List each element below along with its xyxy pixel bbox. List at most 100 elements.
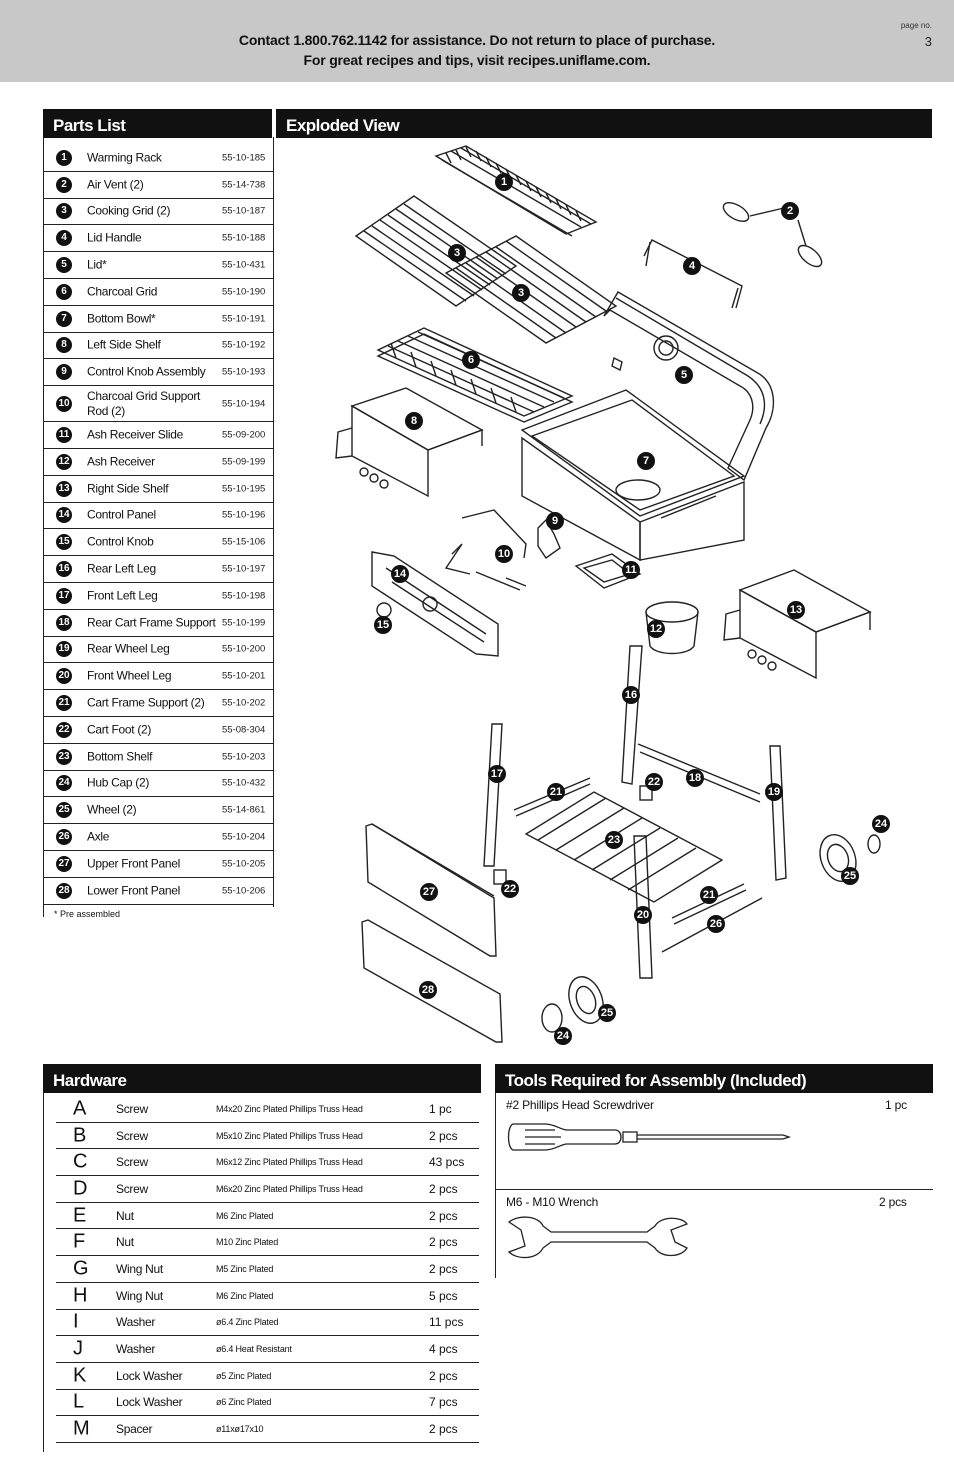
callout-13: 13: [787, 601, 805, 619]
cooking-grid-2-drawing: [444, 235, 618, 344]
hardware-letter: H: [73, 1284, 87, 1307]
hardware-description: M6x20 Zinc Plated Phillips Truss Head: [216, 1183, 363, 1194]
hardware-description: M6 Zinc Plated: [216, 1290, 274, 1301]
callout-1: 1: [495, 173, 513, 191]
part-number-badge: 24: [56, 775, 72, 792]
hardware-letter: C: [73, 1150, 87, 1173]
cooking-grid-1-drawing: [354, 195, 518, 307]
hardware-description: ø6.4 Zinc Plated: [216, 1317, 279, 1328]
callout-17: 17: [488, 765, 506, 783]
pre-assembled-footnote: * Pre assembled: [54, 909, 121, 919]
hardware-letter: G: [73, 1257, 89, 1280]
part-number-badge: 27: [56, 855, 72, 872]
part-code: 55-10-206: [222, 885, 266, 897]
part-code: 55-14-861: [222, 804, 266, 816]
part-number-badge: 22: [56, 721, 72, 738]
lid-drawing: [603, 291, 775, 482]
callout-24b: 24: [554, 1027, 572, 1045]
tool-1-name: #2 Phillips Head Screwdriver: [506, 1098, 654, 1112]
part-code: 55-10-205: [222, 858, 266, 870]
part-code: 55-08-304: [222, 724, 266, 736]
hardware-quantity: 2 pcs: [429, 1422, 458, 1437]
callout-15: 15: [374, 616, 392, 634]
hardware-description: M5 Zinc Plated: [216, 1263, 274, 1274]
hardware-description: ø6 Zinc Plated: [216, 1397, 272, 1408]
part-name: Lid Handle: [87, 230, 142, 245]
part-name: Lower Front Panel: [87, 883, 180, 898]
part-name: Ash Receiver: [87, 454, 155, 469]
part-number-badge: 21: [56, 695, 72, 712]
part-code: 55-10-202: [222, 697, 266, 709]
part-code: 55-10-201: [222, 670, 266, 682]
part-number-badge: 10: [56, 395, 72, 412]
part-code: 55-10-199: [222, 617, 266, 629]
charcoal-grid-drawing: [376, 327, 574, 423]
callout-11: 11: [622, 561, 640, 579]
callout-9: 9: [546, 512, 564, 530]
part-number-badge: 8: [56, 337, 72, 354]
callout-3a: 3: [448, 244, 466, 262]
upper-front-panel-drawing: [365, 823, 497, 957]
callout-7: 7: [637, 452, 655, 470]
hardware-quantity: 4 pcs: [429, 1342, 458, 1357]
callout-14: 14: [391, 565, 409, 583]
hardware-quantity: 5 pcs: [429, 1288, 458, 1303]
hardware-type: Screw: [116, 1101, 148, 1116]
part-number-badge: 1: [56, 149, 72, 166]
hardware-letter: J: [73, 1337, 83, 1360]
part-code: 55-10-196: [222, 509, 266, 521]
part-code: 55-14-738: [222, 179, 266, 191]
part-code: 55-10-191: [222, 313, 266, 325]
tool-1-qty: 1 pc: [885, 1098, 907, 1112]
hardware-letter: L: [73, 1390, 84, 1413]
part-name: Rear Left Leg: [87, 561, 156, 576]
screwdriver-icon: [507, 1123, 792, 1151]
page-header: Contact 1.800.762.1142 for assistance. D…: [0, 0, 954, 82]
hardware-quantity: 2 pcs: [429, 1235, 458, 1250]
callout-26: 26: [707, 915, 725, 933]
part-code: 55-10-431: [222, 259, 266, 271]
left-side-shelf-drawing: [335, 387, 484, 498]
wheel-right-drawing: [819, 834, 881, 882]
part-name: Bottom Bowl*: [87, 311, 156, 326]
page-number-label: page no.: [900, 21, 932, 30]
callout-21b: 21: [700, 886, 718, 904]
part-number-badge: 7: [56, 310, 72, 327]
hardware-description: M4x20 Zinc Plated Phillips Truss Head: [216, 1103, 363, 1114]
part-code: 55-10-204: [222, 831, 266, 843]
callout-28: 28: [419, 981, 437, 999]
part-code: 55-10-192: [222, 339, 266, 351]
tools-heading: Tools Required for Assembly (Included): [495, 1064, 933, 1093]
part-number-badge: 19: [56, 641, 72, 658]
bottom-bowl-drawing: [520, 389, 746, 562]
hardware-quantity: 2 pcs: [429, 1261, 458, 1276]
callout-19: 19: [765, 783, 783, 801]
callout-12: 12: [647, 620, 665, 638]
hardware-description: ø6.4 Heat Resistant: [216, 1344, 292, 1355]
part-name: Left Side Shelf: [87, 337, 161, 352]
callout-22a: 22: [645, 773, 663, 791]
callout-22b: 22: [501, 880, 519, 898]
part-number-badge: 14: [56, 507, 72, 524]
part-code: 55-10-195: [222, 483, 266, 495]
callout-4: 4: [683, 257, 701, 275]
